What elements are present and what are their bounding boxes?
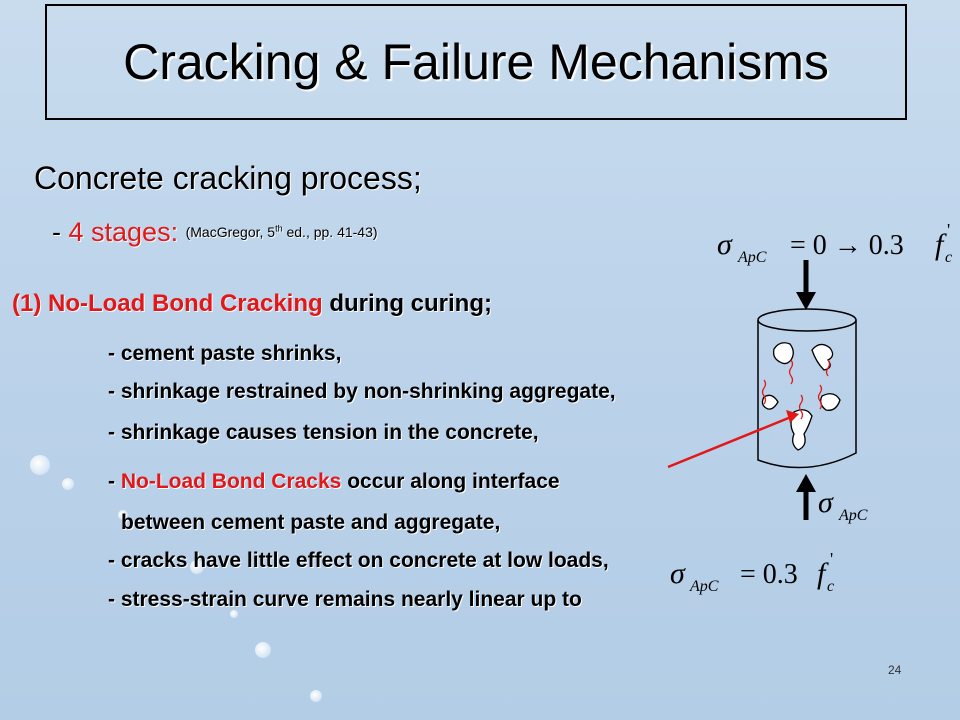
equation-top: σ ApC = 0 → 0.3 f c ': [717, 220, 960, 269]
reference-text: (MacGregor, 5: [185, 224, 276, 240]
decor-bubble: [190, 560, 204, 574]
decor-bubble: [118, 510, 128, 520]
step-1-heading: (1) No-Load Bond Cracking during curing;: [12, 290, 492, 318]
step-1-label: (1) No-Load Bond Cracking: [12, 290, 323, 317]
equation-bottom: σ ApC = 0.3 f c ': [670, 549, 842, 598]
no-load-cracks-term: No-Load Bond Cracks: [120, 470, 342, 493]
decor-bubble: [30, 455, 50, 475]
decor-bubble: [255, 642, 271, 658]
section-heading: Concrete cracking process;: [34, 160, 422, 196]
bullet-dash: -: [108, 470, 121, 493]
bottom-load-arrow-head: [796, 474, 816, 492]
bullet-no-load-suffix: occur along interface: [341, 470, 560, 493]
bullet-little-effect: - cracks have little effect on concrete …: [108, 549, 609, 572]
bond-cracks: [761, 359, 831, 420]
reference-citation: (MacGregor, 5th ed., pp. 41-43): [185, 223, 378, 240]
bullet-no-load-cracks: - No-Load Bond Cracks occur along interf…: [108, 470, 560, 494]
bullet-stress-strain: - stress-strain curve remains nearly lin…: [108, 588, 582, 611]
bullet-shrinkage-restrained: - shrinkage restrained by non-shrinking …: [108, 380, 616, 403]
step-1-suffix: during curing;: [322, 290, 492, 317]
page-number: 24: [888, 663, 902, 677]
decor-bubble: [230, 610, 238, 618]
top-load-arrow-head: [796, 292, 816, 310]
equation-bottom-label: σ ApC: [818, 486, 868, 524]
bullet-cement-paste: - cement paste shrinks,: [108, 342, 342, 365]
aggregate-particles: [761, 342, 841, 451]
crack-pointer-arrow-head: [786, 410, 799, 423]
crack-pointer-arrow: [667, 415, 792, 469]
stages-line: - 4 stages: (MacGregor, 5th ed., pp. 41-…: [52, 217, 378, 248]
reference-sup: th: [275, 223, 283, 234]
bullet-shrinkage-tension: - shrinkage causes tension in the concre…: [108, 421, 539, 444]
concrete-cylinder: [757, 308, 857, 469]
decor-bubble: [62, 478, 74, 490]
slide-title: Cracking & Failure Mechanisms: [123, 34, 829, 90]
stages-dash: -: [52, 217, 69, 247]
stages-label: 4 stages:: [68, 217, 179, 247]
bullet-interface-cont: between cement paste and aggregate,: [121, 511, 501, 534]
title-box: Cracking & Failure Mechanisms: [45, 4, 907, 120]
decor-bubble: [310, 690, 322, 702]
reference-text-end: ed., pp. 41-43): [282, 224, 378, 240]
